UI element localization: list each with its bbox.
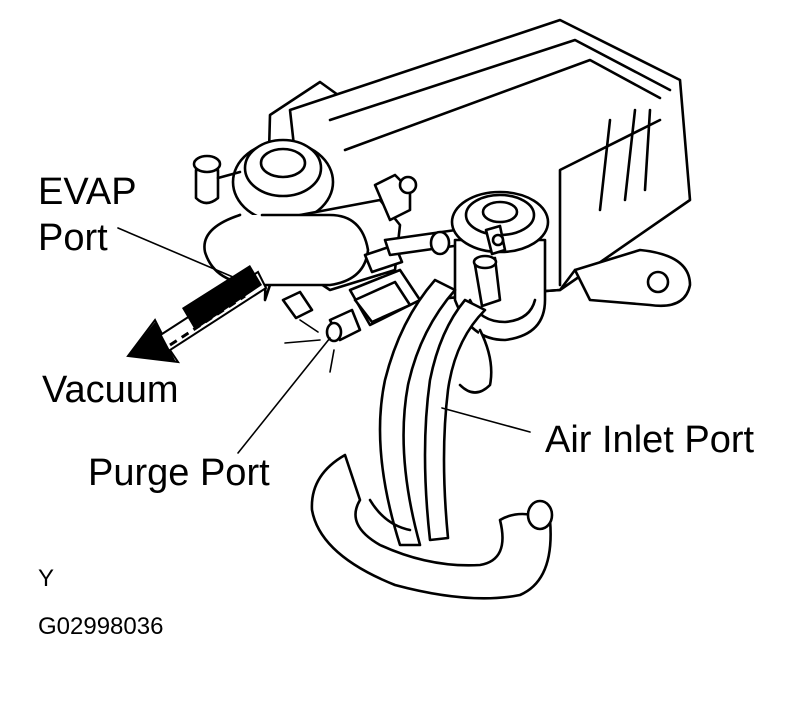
figure-id-label: G02998036 [38, 613, 163, 640]
evap-port-label-line2: Port [38, 217, 108, 259]
purge-port-label: Purge Port [88, 452, 270, 494]
vacuum-label: Vacuum [42, 369, 179, 411]
mount-bolt [398, 175, 418, 195]
view-code-label: Y [38, 565, 54, 592]
vacuum-flow-arrow [126, 265, 268, 364]
purge-leader-line [237, 337, 331, 454]
evap-port-label-line1: EVAP [38, 171, 137, 213]
flange-bolt-hole [646, 270, 670, 294]
leader-lines [117, 227, 531, 454]
air-inlet-valve [450, 190, 550, 342]
evap-vacuum-switching-valve [192, 138, 418, 320]
air-inlet-hose [310, 278, 554, 600]
air-inlet-leader-line [441, 407, 531, 433]
air-inlet-port-label: Air Inlet Port [545, 419, 755, 461]
evap-leader-line [117, 227, 241, 281]
